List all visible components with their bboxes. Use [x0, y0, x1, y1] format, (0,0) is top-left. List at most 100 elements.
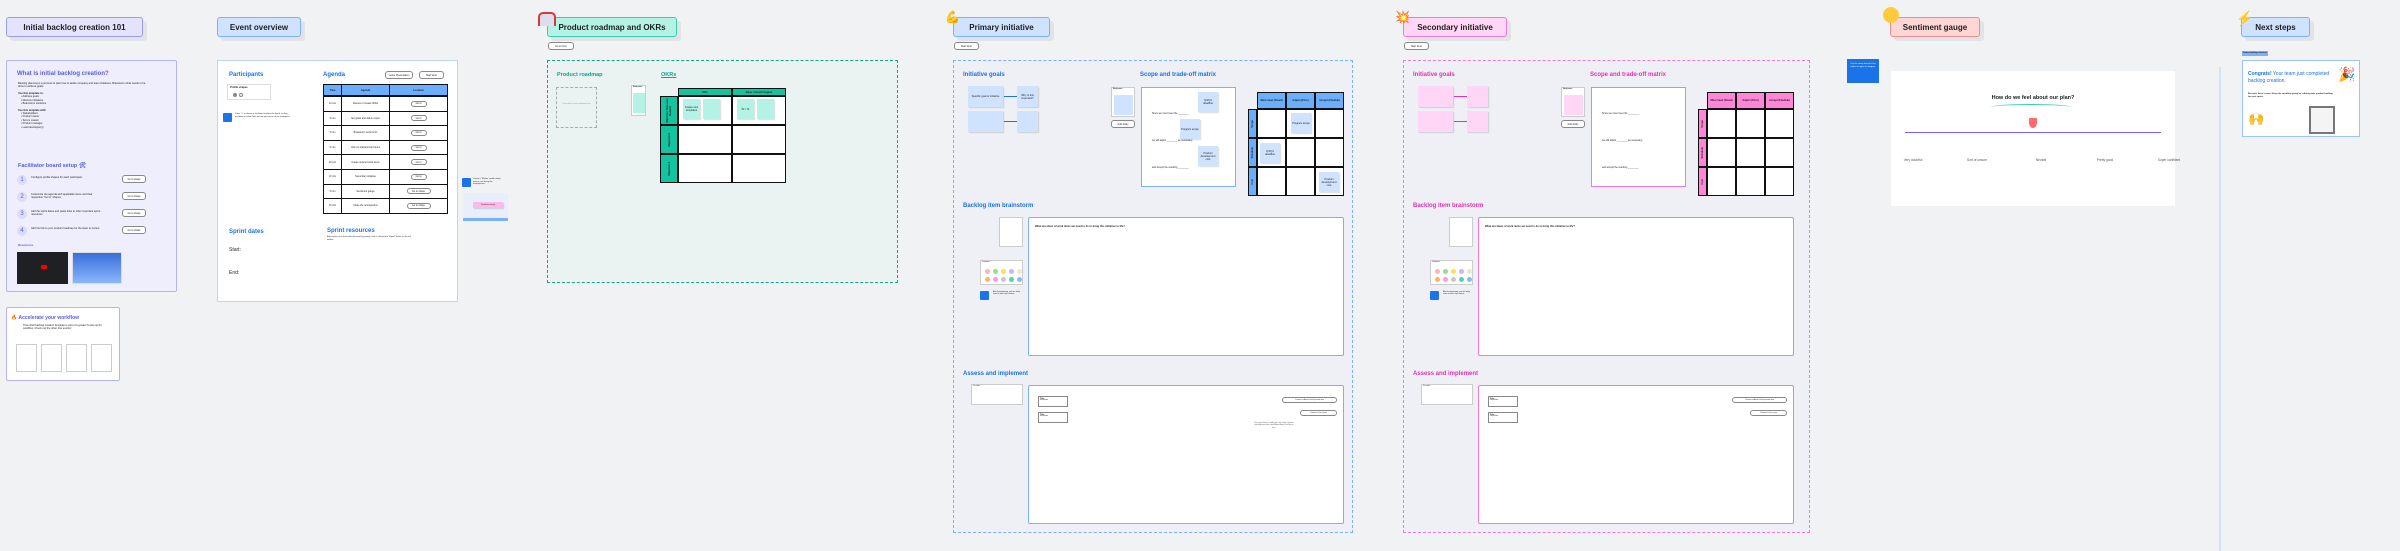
go-to-shape-button[interactable]: Go to shape — [122, 209, 146, 217]
go-to-button[interactable]: Go to — [410, 115, 427, 122]
color-swatch[interactable] — [1009, 277, 1014, 282]
workflow-template-1[interactable] — [16, 344, 37, 372]
start-timer-button[interactable]: Start timer — [1404, 42, 1429, 50]
brainstorm-board[interactable]: What are ideas of work items we need to … — [1028, 217, 1344, 356]
color-swatch[interactable] — [993, 277, 998, 282]
color-swatch[interactable] — [1459, 269, 1464, 274]
goal-sticky[interactable] — [968, 111, 1003, 132]
color-swatch[interactable] — [985, 277, 990, 282]
color-swatch[interactable] — [985, 269, 990, 274]
add-sticky-button[interactable]: Add sticky — [1111, 120, 1135, 128]
scope-sentence[interactable]: and accept the resulting ________. — [1152, 166, 1190, 169]
color-swatch[interactable] — [1467, 269, 1472, 274]
go-to-button[interactable]: Go to — [410, 100, 427, 107]
goal-sticky[interactable]: Specific goal or initiative — [968, 86, 1003, 107]
avatar[interactable] — [233, 93, 237, 97]
goal-sticky[interactable] — [1418, 86, 1453, 107]
okr-sticky[interactable] — [703, 99, 720, 119]
goal-sticky[interactable] — [1017, 111, 1038, 132]
template-thumbnail[interactable] — [72, 252, 122, 284]
go-to-button[interactable]: Go to — [410, 144, 427, 151]
next-tag[interactable]: Product backlog refinement — [2242, 51, 2268, 56]
color-swatch[interactable] — [993, 269, 998, 274]
go-to-button[interactable]: Go to — [410, 129, 427, 136]
go-to-button[interactable]: Go to shape — [406, 202, 431, 209]
refinement-template-thumbnail[interactable] — [2309, 106, 2335, 134]
sprint-end-label[interactable]: End: — [229, 270, 240, 276]
connect-button[interactable]: Connect to Jira issue — [1300, 410, 1337, 416]
accelerate-body: This initial backlog creation template i… — [23, 324, 102, 331]
color-swatch[interactable] — [1001, 269, 1006, 274]
matrix-sticky[interactable]: Q3/Q1 deadline — [1260, 143, 1280, 163]
scope-sentence[interactable]: Since we must meet the ________ — [1152, 112, 1189, 115]
color-swatch[interactable] — [1459, 277, 1464, 282]
video-thumbnail[interactable] — [17, 252, 68, 284]
facilitator-sticky[interactable]: Facilitator sticky — [473, 202, 503, 208]
connect-button[interactable]: Connect to Azure DevOps work item — [1282, 397, 1337, 403]
avatar[interactable] — [239, 93, 243, 97]
sprint-start-label[interactable]: Start: — [229, 247, 241, 253]
okr-sticky[interactable]: 5k / 7k — [737, 99, 754, 119]
okr-sticky[interactable]: Create new templates — [683, 99, 700, 119]
go-to-shape-button[interactable]: Go to shape — [122, 192, 146, 200]
go-to-timer-button[interactable]: Go to timer — [548, 42, 574, 50]
workflow-template-2[interactable] — [41, 344, 62, 372]
start-timer-button[interactable]: Start timer — [419, 71, 444, 79]
scope-sticky[interactable]: Program scope — [1180, 119, 1200, 139]
okr-sticky[interactable] — [757, 99, 774, 119]
scope-sentence[interactable]: Since we must meet the ________ — [1602, 112, 1639, 115]
color-swatch[interactable] — [1009, 269, 1014, 274]
workflow-template-4[interactable] — [91, 344, 112, 372]
scope-sentence[interactable]: we will adjust ________ as necessary, — [1602, 139, 1643, 142]
color-swatch[interactable] — [1451, 277, 1456, 282]
sticky-pad[interactable] — [999, 217, 1023, 247]
color-swatch[interactable] — [1443, 277, 1448, 282]
goal-sticky[interactable] — [1467, 111, 1488, 132]
go-to-button[interactable]: Go to shape — [406, 188, 431, 195]
explosion-icon: 💥 — [1395, 10, 1410, 24]
color-swatch[interactable] — [1435, 269, 1440, 274]
scope-sticky[interactable]: Product development cost — [1198, 146, 1218, 166]
color-swatch[interactable] — [1451, 269, 1456, 274]
color-swatch[interactable] — [1017, 269, 1022, 274]
scope-sentence[interactable]: and accept the resulting ________. — [1602, 166, 1640, 169]
color-swatch[interactable] — [1435, 277, 1440, 282]
workflow-template-3[interactable] — [66, 344, 87, 372]
sticky-pad[interactable] — [1449, 217, 1473, 247]
matrix-sticky[interactable]: Program scope — [1291, 113, 1311, 133]
brainstorm-board[interactable]: What are ideas of work items we need to … — [1478, 217, 1794, 356]
sticky-pad[interactable]: Sticky notes — [1561, 87, 1585, 117]
sentiment-marker[interactable] — [2029, 118, 2037, 128]
go-to-shape-button[interactable]: Go to shape — [122, 175, 146, 183]
color-swatch[interactable] — [1467, 277, 1472, 282]
roadmap-link-placeholder[interactable]: Paste link to your roadmap here — [556, 87, 597, 128]
connect-button[interactable]: Connect to Azure DevOps work item — [1732, 397, 1787, 403]
add-sticky-button[interactable]: Add sticky — [1561, 120, 1585, 128]
goal-sticky[interactable] — [1418, 111, 1453, 132]
connect-button[interactable]: Connect to Jira issue — [1750, 410, 1787, 416]
scope-sentence[interactable]: we will adjust ________ as necessary, — [1152, 139, 1193, 142]
matrix-sticky[interactable]: Product development cost — [1319, 172, 1339, 192]
jira-card-pad[interactable]: Jira cards — [971, 384, 1023, 405]
go-to-button[interactable]: Go to — [410, 173, 427, 180]
goal-sticky[interactable] — [1467, 86, 1488, 107]
goal-sticky[interactable]: Why is this important? — [1017, 86, 1038, 107]
jira-card-pad[interactable]: Jira cards — [1421, 384, 1473, 405]
color-swatch[interactable] — [1443, 269, 1448, 274]
scope-sticky[interactable]: Q3/Q1 deadline — [1198, 92, 1218, 112]
sticky-pad[interactable]: Sticky notes — [1111, 87, 1135, 117]
color-swatch[interactable] — [1017, 277, 1022, 282]
sticky-pad[interactable]: Sticky notes — [631, 85, 646, 116]
start-timer-button[interactable]: Start timer — [954, 42, 979, 50]
go-to-shape-button[interactable]: Go to shape — [122, 226, 146, 234]
go-to-button[interactable]: Go to — [410, 159, 427, 166]
agenda-cell: 5 min — [323, 125, 342, 141]
leave-presentation-button[interactable]: Leave Presentation — [385, 71, 413, 79]
color-swatch[interactable] — [1001, 277, 1006, 282]
